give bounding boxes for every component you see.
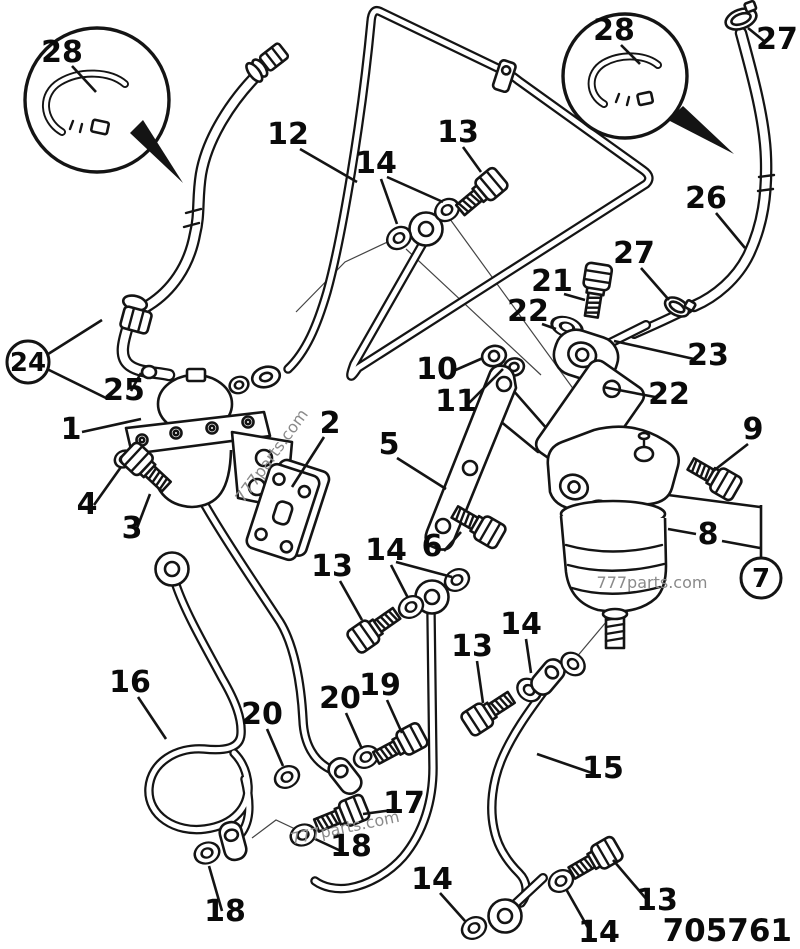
part-label-28-right: 28 bbox=[593, 13, 635, 48]
part-label-3: 3 bbox=[122, 511, 143, 546]
hose-end-fitting-lower bbox=[119, 294, 158, 380]
part-label-26: 26 bbox=[685, 181, 727, 216]
part-label-17: 17 bbox=[383, 786, 425, 821]
banjo-union-12 bbox=[381, 164, 511, 255]
part-label-18-mid: 18 bbox=[330, 829, 372, 864]
part-label-28-left: 28 bbox=[41, 35, 83, 70]
fuel-hose-26 bbox=[634, 33, 776, 334]
hose-clamp-top-right bbox=[724, 0, 758, 31]
filter-bracket bbox=[424, 364, 550, 551]
fuel-lift-pump bbox=[124, 365, 294, 510]
part-label-14-br: 14 bbox=[578, 915, 620, 949]
pump-gasket bbox=[245, 458, 331, 562]
cable-tie-icon bbox=[46, 74, 125, 135]
part-label-27-mid: 27 bbox=[613, 236, 655, 271]
part-label-12: 12 bbox=[267, 117, 309, 152]
figure-part-number: 705761 bbox=[663, 913, 792, 949]
part-label-16: 16 bbox=[109, 665, 151, 700]
part-label-13-p15: 13 bbox=[451, 629, 493, 664]
part-label-13-top: 13 bbox=[437, 115, 479, 150]
part-label-14-top: 14 bbox=[355, 146, 397, 181]
part-label-10: 10 bbox=[416, 352, 458, 387]
banjo-bolt-21 bbox=[577, 260, 614, 320]
part-label-20-left: 20 bbox=[241, 697, 283, 732]
part-label-13-mid: 13 bbox=[311, 549, 353, 584]
part-label-5: 5 bbox=[379, 427, 400, 462]
part-label-27-top: 27 bbox=[756, 22, 798, 57]
part-label-6: 6 bbox=[422, 529, 443, 564]
hose-clip-mid bbox=[663, 296, 697, 318]
circled-callout-7: 7 bbox=[739, 556, 783, 600]
part-label-18-low: 18 bbox=[204, 894, 246, 929]
callout-circle-top-right bbox=[561, 12, 734, 154]
part-label-9: 9 bbox=[743, 412, 764, 447]
part-label-22-upper: 22 bbox=[507, 294, 549, 329]
pipe-clip bbox=[491, 59, 517, 94]
callout-pointer bbox=[668, 106, 734, 154]
part-label-7: 7 bbox=[752, 564, 770, 594]
part-label-14-bl: 14 bbox=[411, 862, 453, 897]
part-label-25: 25 bbox=[103, 373, 145, 408]
part-label-15: 15 bbox=[582, 751, 624, 786]
part-label-8: 8 bbox=[698, 517, 719, 552]
part-labels: 28 12 14 13 28 27 26 27 21 22 23 22 10 1… bbox=[41, 13, 798, 949]
fuel-hose-top-left bbox=[123, 73, 259, 375]
fuel-filter-assembly bbox=[534, 359, 680, 650]
cable-tie-icon bbox=[592, 56, 658, 105]
leak-off-pipe-16 bbox=[149, 585, 249, 837]
part-label-1: 1 bbox=[61, 412, 82, 447]
bolt-9 bbox=[683, 451, 745, 504]
part-label-14-p15: 14 bbox=[500, 607, 542, 642]
part-label-22-lower: 22 bbox=[648, 377, 690, 412]
filter-drain-stud bbox=[601, 607, 629, 650]
part-label-4: 4 bbox=[77, 487, 98, 522]
nut-and-washer-10-11 bbox=[480, 344, 526, 377]
part-label-11: 11 bbox=[435, 384, 477, 419]
part-label-2: 2 bbox=[320, 406, 341, 441]
leader-lines bbox=[44, 26, 765, 934]
part-label-13-br: 13 bbox=[636, 883, 678, 918]
hose-end-fitting-top bbox=[245, 42, 290, 83]
part-label-23: 23 bbox=[687, 338, 729, 373]
part-label-21: 21 bbox=[531, 264, 573, 299]
banjo-bolt-13-top bbox=[450, 164, 511, 222]
fuel-pipe-15 bbox=[492, 691, 544, 906]
part-label-19: 19 bbox=[359, 668, 401, 703]
pipe16-ring-end bbox=[154, 551, 190, 587]
callout-circle-top-left bbox=[23, 26, 183, 183]
watermark-horizontal: 777parts.com bbox=[597, 573, 708, 592]
callout-pointer bbox=[130, 120, 183, 183]
part-label-20-right: 20 bbox=[319, 681, 361, 716]
part-label-24: 24 bbox=[10, 348, 46, 378]
circled-callout-24: 24 bbox=[5, 339, 51, 385]
part-label-14-mid: 14 bbox=[365, 533, 407, 568]
